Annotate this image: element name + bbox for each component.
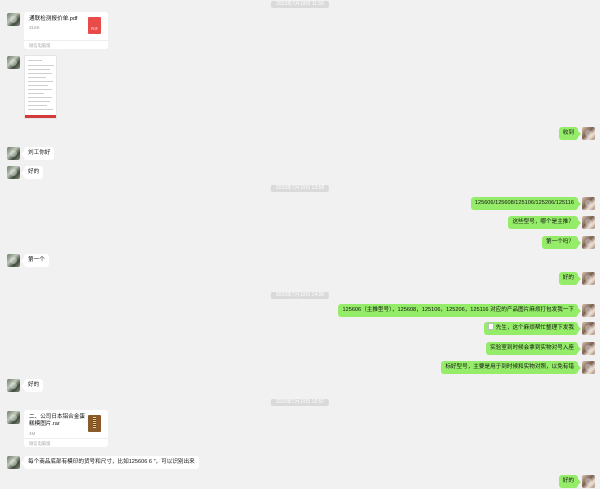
my-avatar[interactable] [582,216,595,229]
file-size: 4M [29,431,36,436]
image-thumbnail[interactable] [24,55,57,119]
my-avatar[interactable] [582,322,595,335]
timestamp: 2023年7月19日 11:58 [271,1,329,8]
message-bubble-sent[interactable]: 先生，这个麻烦帮忙整理下发我 [483,322,582,335]
message-bubble-received[interactable]: 第一个 [21,254,49,267]
archive-file-icon [88,415,101,432]
message-bubble-sent[interactable]: 标好型号，主要是用于到时候和实物对照，以免有错 [441,361,581,374]
file-name: 通联检测报价单.pdf [29,16,78,22]
contact-avatar[interactable] [7,379,20,392]
contact-avatar[interactable] [7,166,20,179]
message-bubble-sent[interactable]: 125606/125608/125106/125206/125116 [470,197,582,210]
file-name: 二、公司日本铝合金蛋糕模图片.rar [29,414,85,427]
message-bubble-received[interactable]: 好的 [20,379,44,392]
timestamp: 2023年7月19日 14:06 [270,292,330,299]
message-bubble-sent[interactable]: 125606（主推型号），125608，125106，125206，125116… [338,304,581,317]
contact-avatar[interactable] [7,56,20,69]
timestamp: 2023年7月19日 13:58 [270,185,330,192]
timestamp: 2023年7月19日 16:57 [270,399,330,406]
my-avatar[interactable] [582,127,595,140]
file-source: 微信电脑版 [24,438,108,447]
message-bubble-received[interactable]: 每个商品底部有模印的货号和尺寸，比如125606 6 ″，可以识别出来 [21,456,199,469]
contact-avatar[interactable] [7,13,20,26]
contact-avatar[interactable] [7,254,20,267]
file-card-pdf[interactable]: 通联检测报价单.pdf 315K PDF 微信电脑版 [24,12,108,49]
message-bubble-sent[interactable]: 这些型号，哪个是主推？ [508,216,581,229]
contact-avatar[interactable] [7,411,20,424]
message-bubble-received[interactable]: 好的 [20,166,44,179]
message-bubble-sent[interactable]: 实验室到时候会拿到实物对号入座 [486,342,581,355]
message-bubble-received[interactable]: 刘工你好 [20,147,55,160]
my-avatar[interactable] [582,272,595,285]
my-avatar[interactable] [582,475,595,488]
message-bubble-sent[interactable]: 收到 [558,127,582,140]
file-size: 315K [29,25,40,30]
my-avatar[interactable] [582,197,595,210]
file-source: 微信电脑版 [24,40,108,49]
file-icon [487,323,494,330]
contact-avatar[interactable] [7,456,20,469]
message-bubble-sent[interactable]: 好的 [558,272,582,285]
message-bubble-sent[interactable]: 第一个吗？ [542,236,581,249]
contact-avatar[interactable] [7,147,20,160]
message-bubble-sent[interactable]: 好的 [558,475,582,488]
my-avatar[interactable] [582,342,595,355]
my-avatar[interactable] [582,361,595,374]
my-avatar[interactable] [582,236,595,249]
pdf-file-icon: PDF [88,17,101,34]
file-card-rar[interactable]: 二、公司日本铝合金蛋糕模图片.rar 4M 微信电脑版 [24,410,108,447]
my-avatar[interactable] [582,304,595,317]
